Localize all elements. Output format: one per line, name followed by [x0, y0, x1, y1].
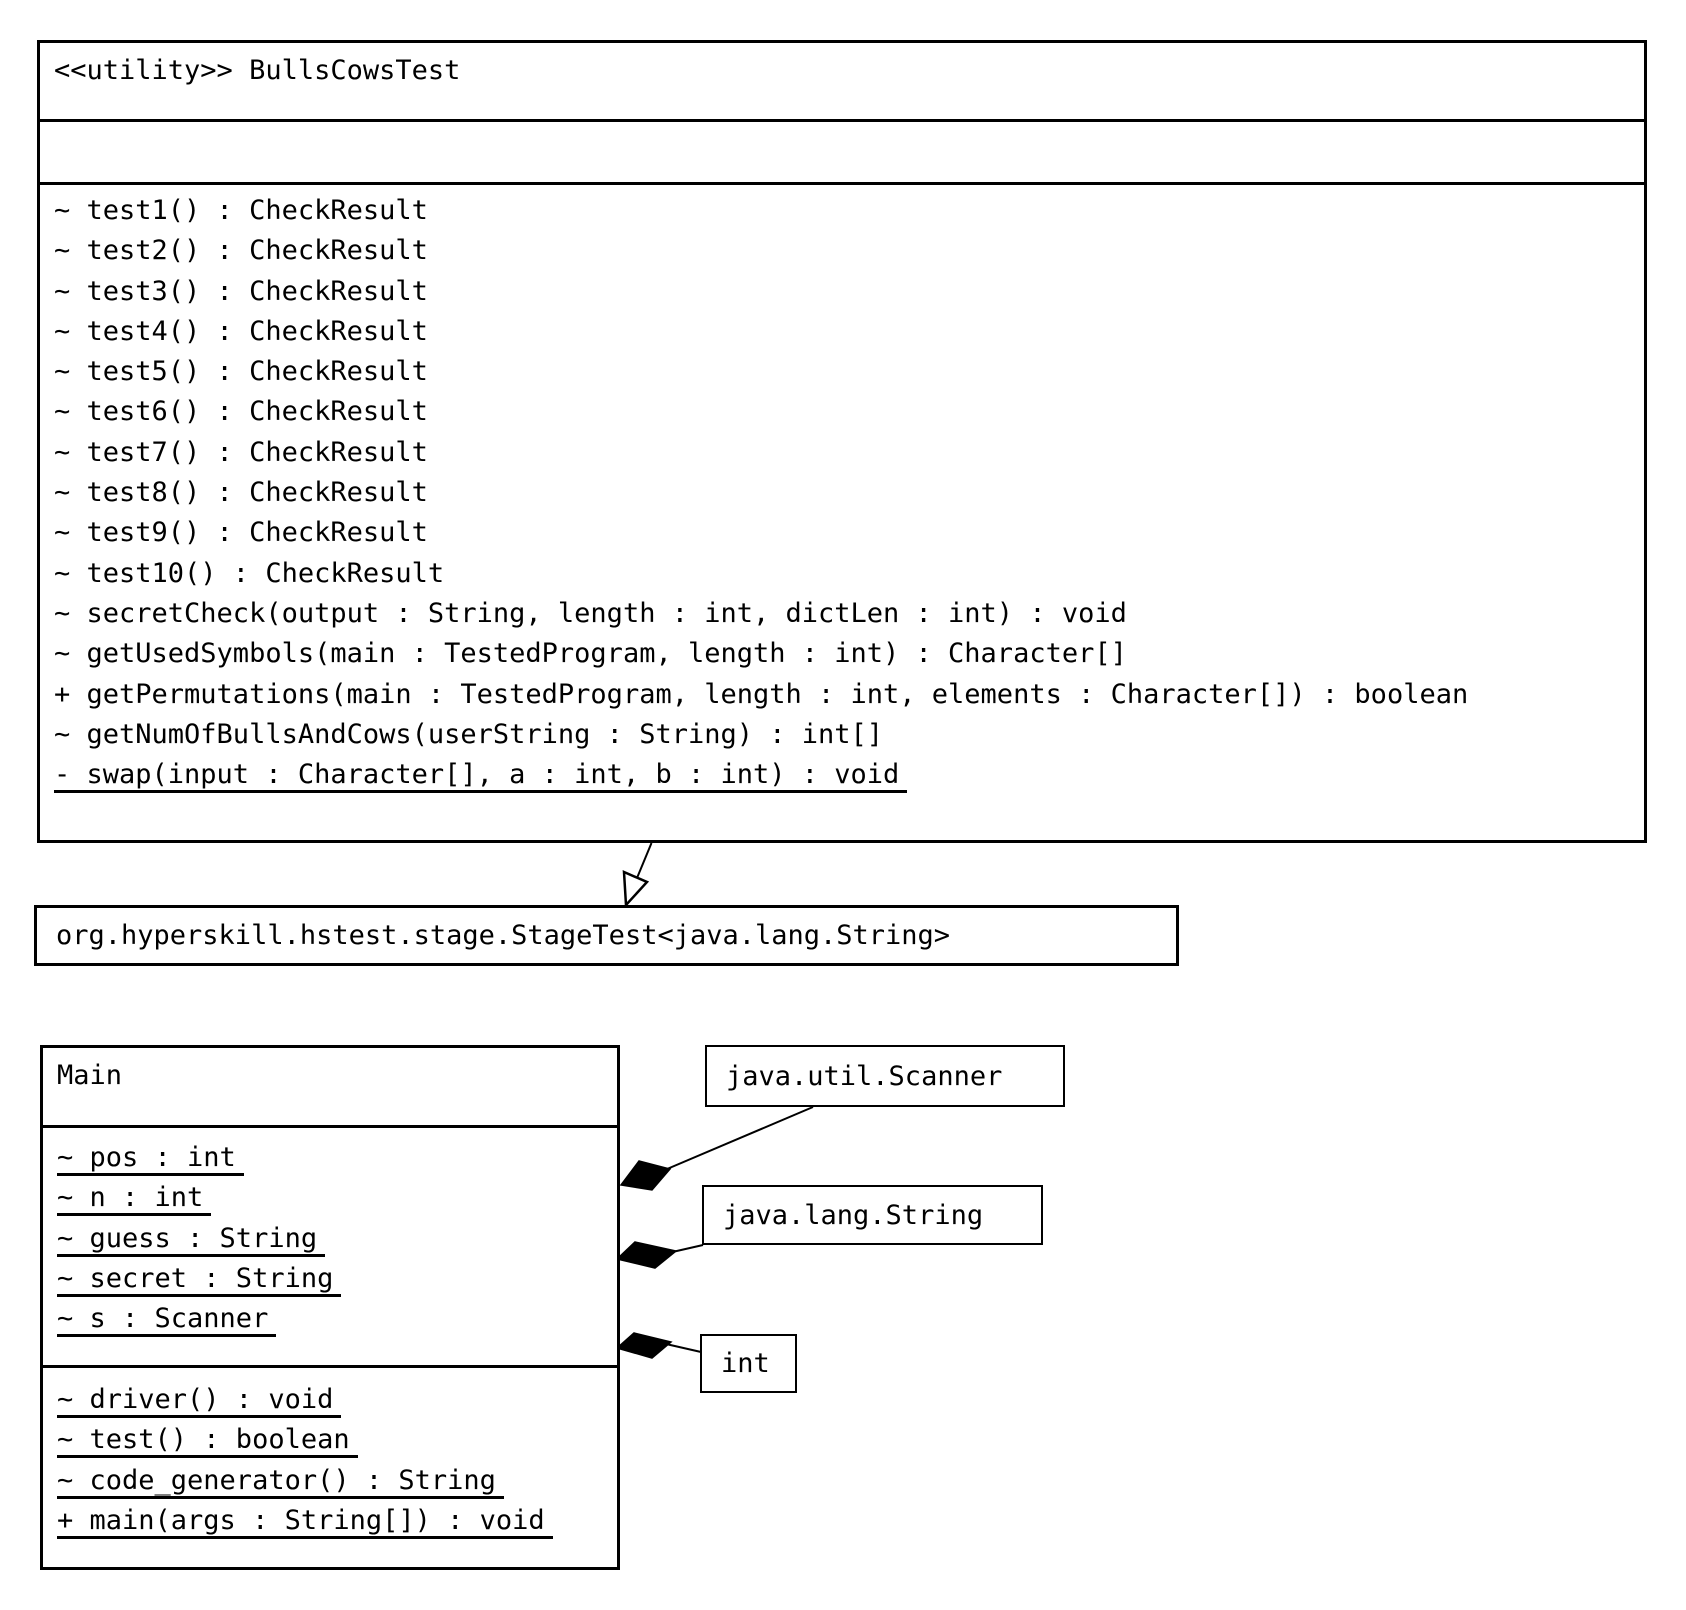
method-item: ~ test8() : CheckResult — [54, 477, 428, 509]
class-title-scanner: java.util.Scanner — [726, 1060, 1003, 1092]
composition-connector-main-int — [615, 1332, 702, 1359]
method-item: + getPermutations(main : TestedProgram, … — [54, 678, 1469, 710]
class-title-string: java.lang.String — [723, 1199, 984, 1231]
methods-section-bullscowstest: ~ test1() : CheckResult ~ test2() : Chec… — [40, 185, 1644, 795]
class-box-scanner: java.util.Scanner — [705, 1045, 1065, 1107]
field-item: ~ n : int — [57, 1178, 617, 1218]
class-box-bullscowstest: <<utility>> BullsCowsTest ~ test1() : Ch… — [37, 40, 1647, 843]
composition-diamond-icon — [615, 1241, 678, 1269]
method-item: ~ secretCheck(output : String, length : … — [54, 597, 1127, 629]
method-item: ~ test10() : CheckResult — [54, 557, 445, 589]
composition-connector-main-string — [615, 1241, 704, 1269]
field-item: ~ guess : String — [57, 1219, 617, 1259]
field-item: ~ s : Scanner — [57, 1299, 617, 1339]
method-item: - swap(input : Character[], a : int, b :… — [54, 755, 1644, 795]
method-item: ~ getUsedSymbols(main : TestedProgram, l… — [54, 638, 1127, 670]
method-item: ~ test9() : CheckResult — [54, 517, 428, 549]
method-item: ~ code_generator() : String — [57, 1461, 617, 1501]
composition-connector-main-scanner — [619, 1106, 814, 1191]
composition-diamond-icon — [615, 1332, 673, 1359]
inheritance-connector-bullscowstest-stagetest — [622, 842, 653, 909]
attributes-section-bullscowstest — [40, 122, 1644, 185]
composition-diamond-icon — [619, 1160, 672, 1191]
inheritance-triangle-icon — [622, 870, 650, 909]
field-item: ~ pos : int — [57, 1138, 617, 1178]
method-item: ~ test4() : CheckResult — [54, 315, 428, 347]
class-box-stagetest: org.hyperskill.hstest.stage.StageTest<ja… — [34, 905, 1179, 966]
class-box-string: java.lang.String — [702, 1185, 1043, 1245]
field-item: ~ secret : String — [57, 1259, 617, 1299]
class-title-main: Main — [43, 1048, 617, 1128]
class-title-int: int — [721, 1348, 770, 1379]
method-item: ~ test5() : CheckResult — [54, 356, 428, 388]
methods-section-main: ~ driver() : void ~ test() : boolean ~ c… — [43, 1368, 617, 1541]
method-item: ~ test() : boolean — [57, 1420, 617, 1460]
method-item: ~ test2() : CheckResult — [54, 235, 428, 267]
method-item: ~ test1() : CheckResult — [54, 195, 428, 226]
method-item: ~ test6() : CheckResult — [54, 396, 428, 428]
class-title-bullscowstest: <<utility>> BullsCowsTest — [40, 43, 1644, 122]
method-item: ~ test3() : CheckResult — [54, 275, 428, 307]
class-box-int: int — [700, 1334, 797, 1393]
method-item: ~ test7() : CheckResult — [54, 436, 428, 468]
method-item: + main(args : String[]) : void — [57, 1501, 617, 1541]
method-item: ~ getNumOfBullsAndCows(userString : Stri… — [54, 718, 884, 750]
class-title-stagetest: org.hyperskill.hstest.stage.StageTest<ja… — [56, 920, 951, 951]
class-box-main: Main ~ pos : int ~ n : int ~ guess : Str… — [40, 1045, 620, 1570]
method-item: ~ driver() : void — [57, 1380, 617, 1420]
fields-section-main: ~ pos : int ~ n : int ~ guess : String ~… — [43, 1128, 617, 1368]
